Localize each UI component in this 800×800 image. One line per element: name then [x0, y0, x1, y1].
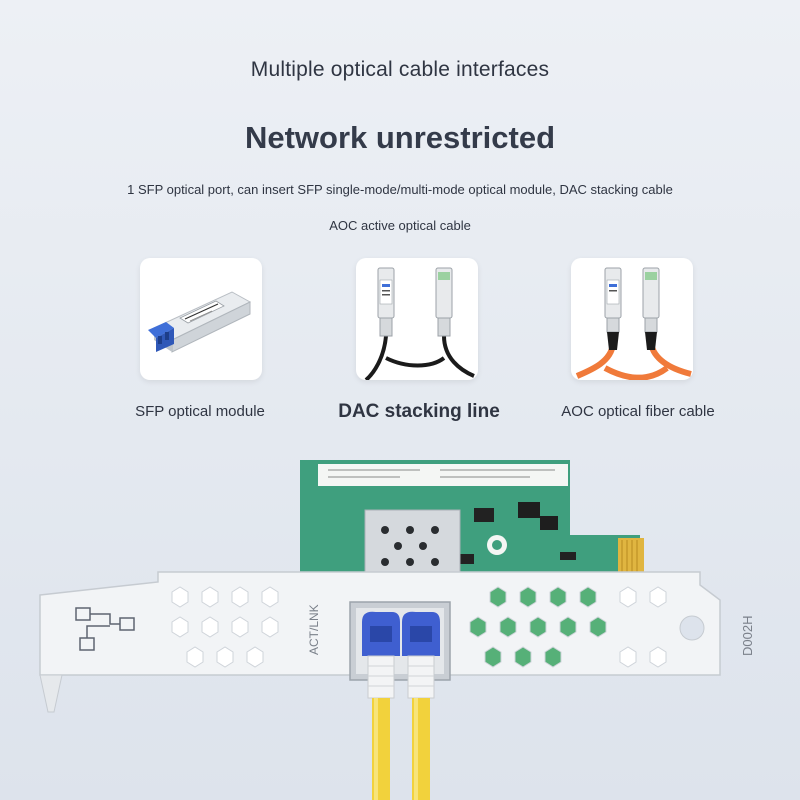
aoc-cable-icon	[575, 267, 692, 380]
sfp-module-icon	[148, 291, 252, 353]
aoc-cable-card	[571, 258, 693, 380]
vent-holes-left	[171, 586, 279, 668]
network-icon	[75, 607, 135, 651]
description-line-1: 1 SFP optical port, can insert SFP singl…	[127, 182, 673, 197]
model-code: D002H	[740, 616, 755, 656]
bracket-screw-hole	[679, 615, 705, 641]
dac-cable-label: DAC stacking line	[338, 401, 500, 422]
aoc-cable-label: AOC optical fiber cable	[561, 403, 715, 420]
dac-cable-card	[356, 258, 478, 380]
sfp-module-label: SFP optical module	[135, 403, 265, 420]
description-line-2: AOC active optical cable	[329, 218, 471, 233]
subtitle: Multiple optical cable interfaces	[250, 58, 550, 81]
lc-connector[interactable]	[362, 611, 440, 699]
network-card-illustration: ACT/LNK D002H	[39, 460, 755, 800]
dac-cable-icon	[364, 267, 475, 380]
sfp-cage	[364, 509, 461, 581]
board-sticker	[318, 464, 568, 486]
port-label: ACT/LNK	[307, 604, 321, 655]
page-title: Network unrestricted	[244, 120, 556, 155]
sfp-module-card	[140, 258, 262, 380]
vent-holes-right	[469, 586, 607, 668]
